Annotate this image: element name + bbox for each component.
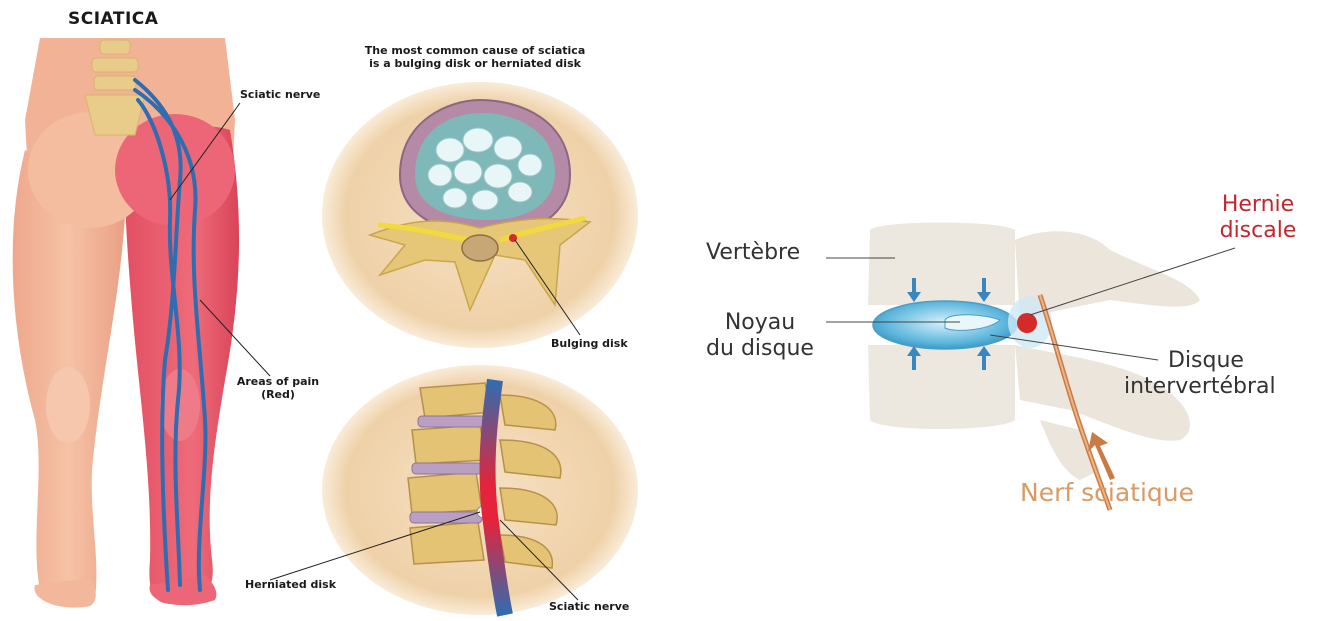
label-herniated-disk: Herniated disk <box>245 578 336 591</box>
label-noyau-line-2: du disque <box>700 336 820 362</box>
label-sciatic-nerve-bottom: Sciatic nerve <box>549 600 629 613</box>
label-nerf-sciatique: Nerf sciatique <box>1020 480 1194 506</box>
label-sciatic-nerve-top: Sciatic nerve <box>240 88 320 101</box>
label-disque-intervertebral: Disque intervertébral <box>1162 348 1276 400</box>
caption-line-1: The most common cause of sciatica <box>340 44 610 57</box>
label-areas-of-pain-line-2: (Red) <box>232 388 324 401</box>
caption: The most common cause of sciatica is a b… <box>340 44 610 70</box>
bulging-disk-illustration <box>322 82 638 348</box>
label-areas-of-pain-line-1: Areas of pain <box>232 375 324 388</box>
label-vertebre: Vertèbre <box>706 240 800 266</box>
label-hernie-line-2: discale <box>1208 218 1308 244</box>
label-disque-line-2: intervertébral <box>1124 374 1276 400</box>
label-disque-line-1: Disque <box>1162 348 1276 374</box>
label-areas-of-pain: Areas of pain (Red) <box>232 375 324 401</box>
label-hernie-line-1: Hernie <box>1208 192 1308 218</box>
caption-line-2: is a bulging disk or herniated disk <box>340 57 610 70</box>
label-bulging-disk: Bulging disk <box>551 337 628 350</box>
label-noyau-du-disque: Noyau du disque <box>700 310 820 362</box>
figure-title: SCIATICA <box>68 9 158 29</box>
label-noyau-line-1: Noyau <box>700 310 820 336</box>
label-hernie-discale: Hernie discale <box>1208 192 1308 244</box>
body-back-view <box>13 38 239 608</box>
